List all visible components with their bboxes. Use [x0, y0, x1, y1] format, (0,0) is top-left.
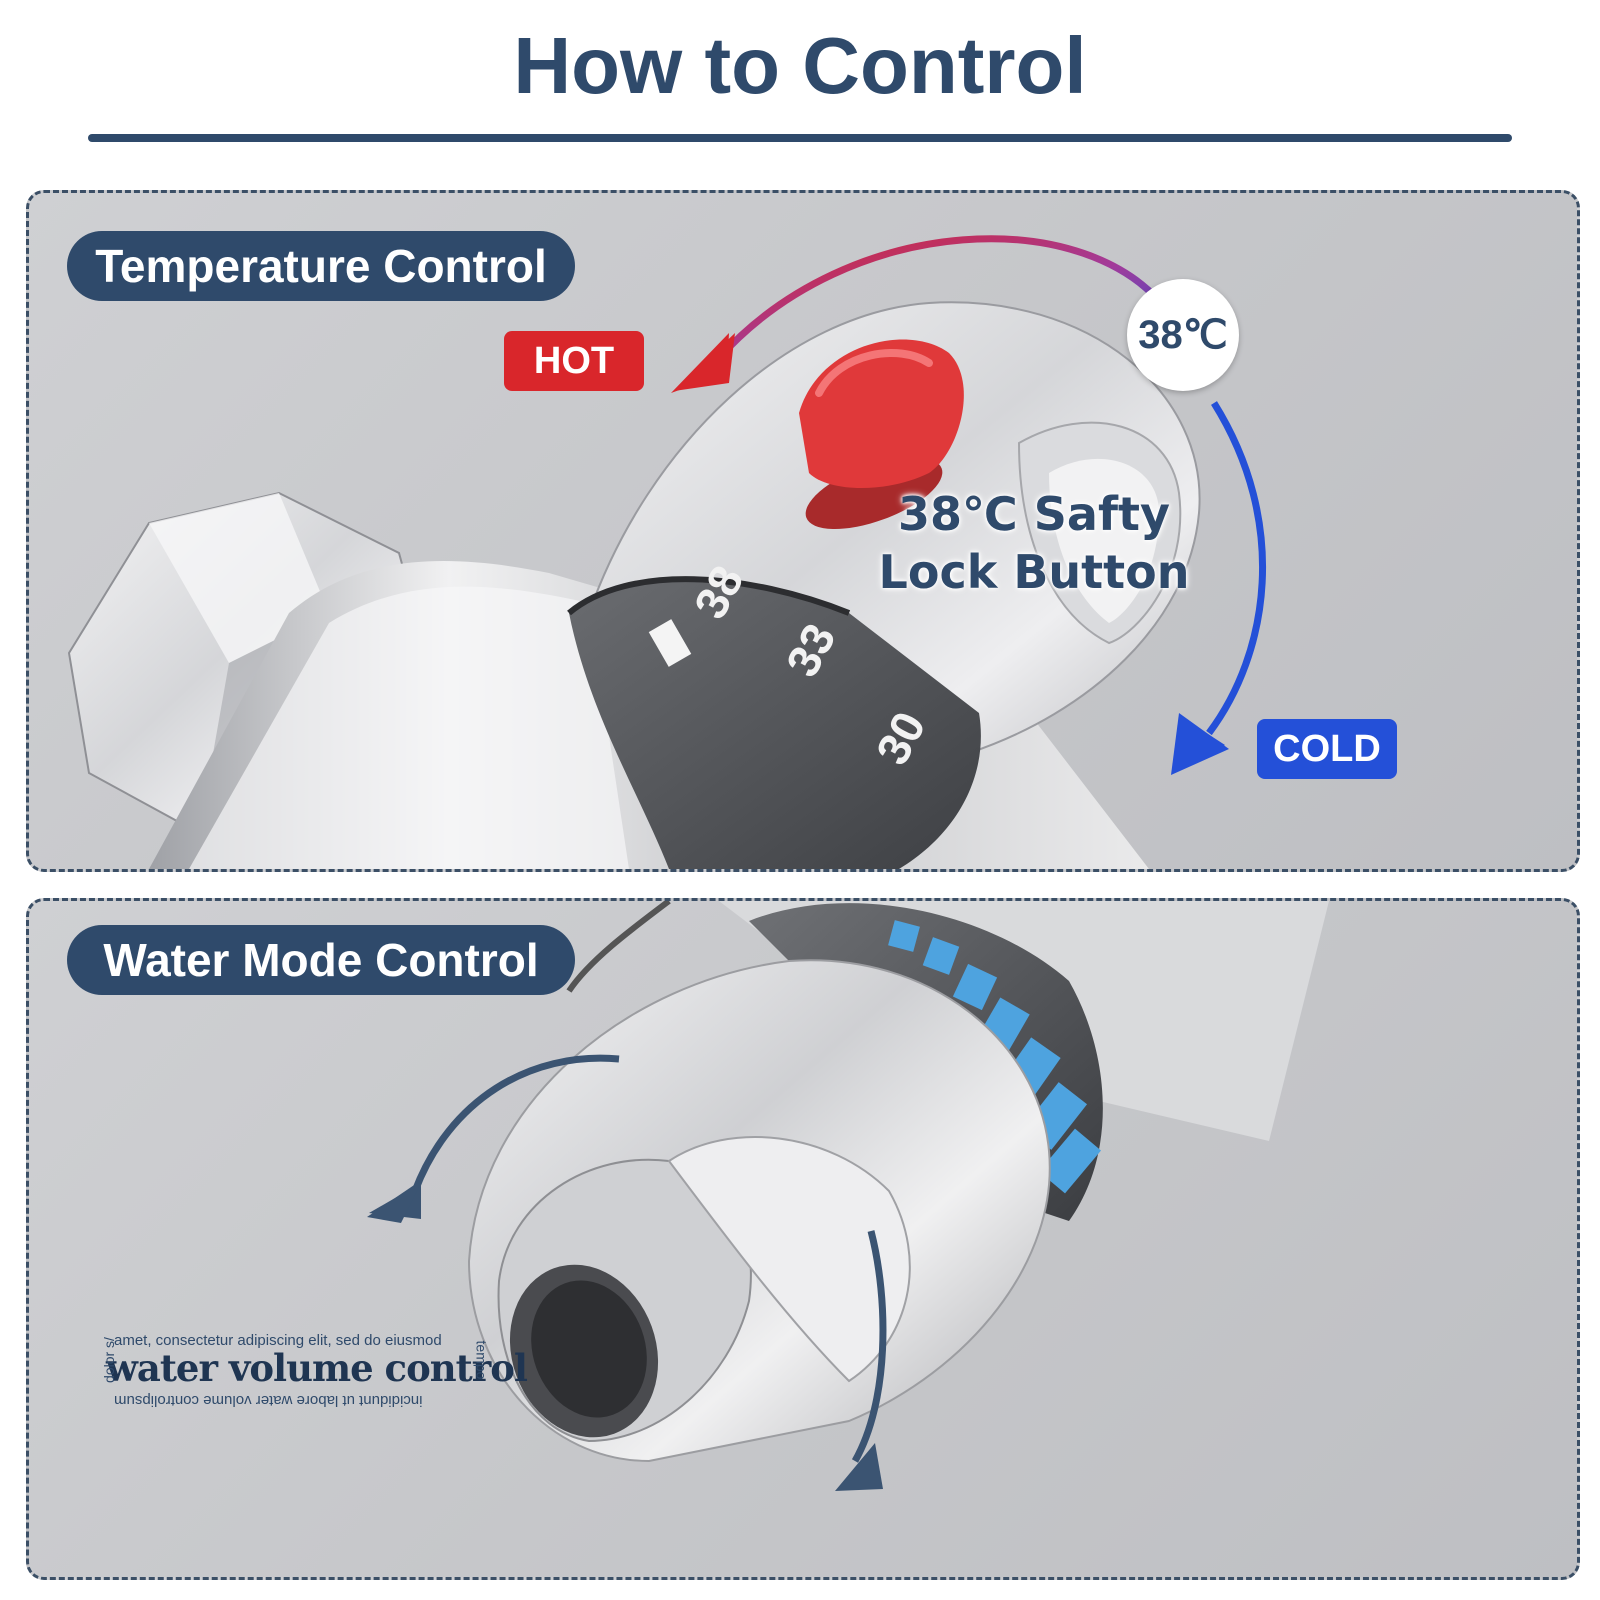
lock-button-label-line2: Lock Button [878, 545, 1190, 599]
stamp-top-text: amet, consectetur adipiscing elit, sed d… [114, 1332, 442, 1349]
temperature-control-heading: Temperature Control [67, 231, 575, 301]
water-volume-control-stamp: amet, consectetur adipiscing elit, sed d… [92, 1332, 528, 1414]
water-mode-rotate-arrow-left [367, 1054, 620, 1223]
water-mode-knob [467, 959, 1051, 1463]
water-mode-control-heading: Water Mode Control [67, 925, 575, 995]
page-title: How to Control [513, 21, 1087, 110]
temperature-direction-arrow [671, 235, 1267, 775]
temperature-valve-illustration [67, 235, 1267, 869]
cold-label: COLD [1257, 719, 1397, 779]
title-divider [88, 134, 1512, 142]
hot-label: HOT [504, 331, 644, 391]
hot-arrowhead [671, 333, 729, 393]
stamp-main-text: water volume control [106, 1346, 528, 1390]
water-mode-rotate-arrow-bottom [835, 1230, 887, 1491]
water-mode-control-panel: Water Mode Control [26, 898, 1580, 1580]
temperature-control-panel: Temperature Control HOT COLD 38℃ 38℃ Saf… [26, 190, 1580, 872]
stamp-left-text: dolor s/ [100, 1337, 117, 1383]
temperature-dial-ring [567, 576, 981, 869]
water-mode-valve-illustration [367, 901, 1329, 1491]
lock-button-label-line1: 38℃ Safty [898, 487, 1170, 541]
lock-button[interactable] [797, 339, 964, 544]
lock-button-label: 38℃ Safty Lock Button [869, 485, 1199, 601]
stamp-right-text: tempo [473, 1340, 490, 1380]
stamp-bottom-text: incididunt ut labore water volume contro… [114, 1392, 423, 1409]
temperature-marker-38: 38℃ [1127, 279, 1239, 391]
dial-index-mark [648, 619, 692, 667]
